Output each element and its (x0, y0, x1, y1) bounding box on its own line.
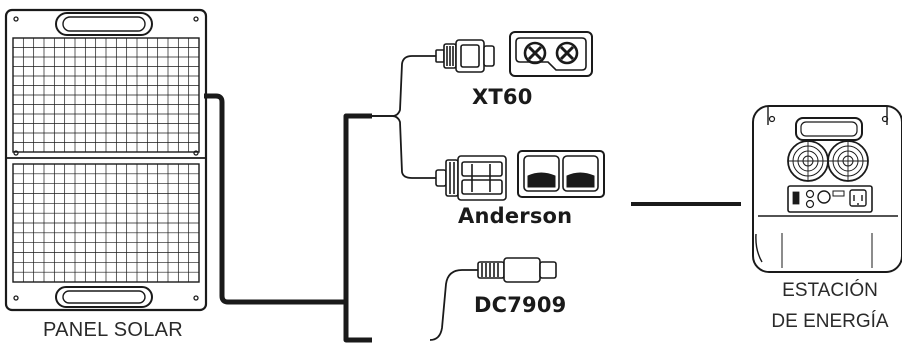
solar-panel-label: PANEL SOLAR (42, 319, 184, 341)
solar-cells-bottom (12, 163, 200, 283)
anderson-plug (435, 155, 507, 201)
power-station-label-line1: ESTACIÓN (782, 280, 878, 301)
xt60-label: XT60 (472, 85, 533, 109)
fan-right-icon (827, 140, 869, 182)
power-station-body (752, 105, 902, 273)
fan-left-icon (787, 140, 829, 182)
port-panel (787, 185, 873, 213)
anderson-socket-icon (517, 150, 605, 198)
xt60-cable (346, 55, 436, 117)
thin-cables (346, 55, 478, 341)
solar-panel-frame (4, 8, 208, 312)
station-handle-icon (795, 117, 863, 141)
power-station (752, 105, 902, 273)
branch-bracket (343, 113, 372, 343)
main-cable (204, 93, 372, 343)
xt60-plug (435, 39, 495, 73)
xt60-socket-icon (509, 31, 593, 77)
panel-bottom-handle (55, 286, 153, 308)
dc7909-plug (477, 257, 557, 283)
dc7909-cable (429, 269, 478, 341)
anderson-cable (346, 115, 436, 179)
dc7909-label: DC7909 (474, 293, 567, 317)
panel-top-handle (55, 12, 153, 36)
power-station-label-line2: DE ENERGÍA (771, 311, 889, 332)
solar-panel (4, 8, 208, 312)
anderson-label: Anderson (458, 204, 573, 228)
solar-cells-top (12, 37, 200, 153)
